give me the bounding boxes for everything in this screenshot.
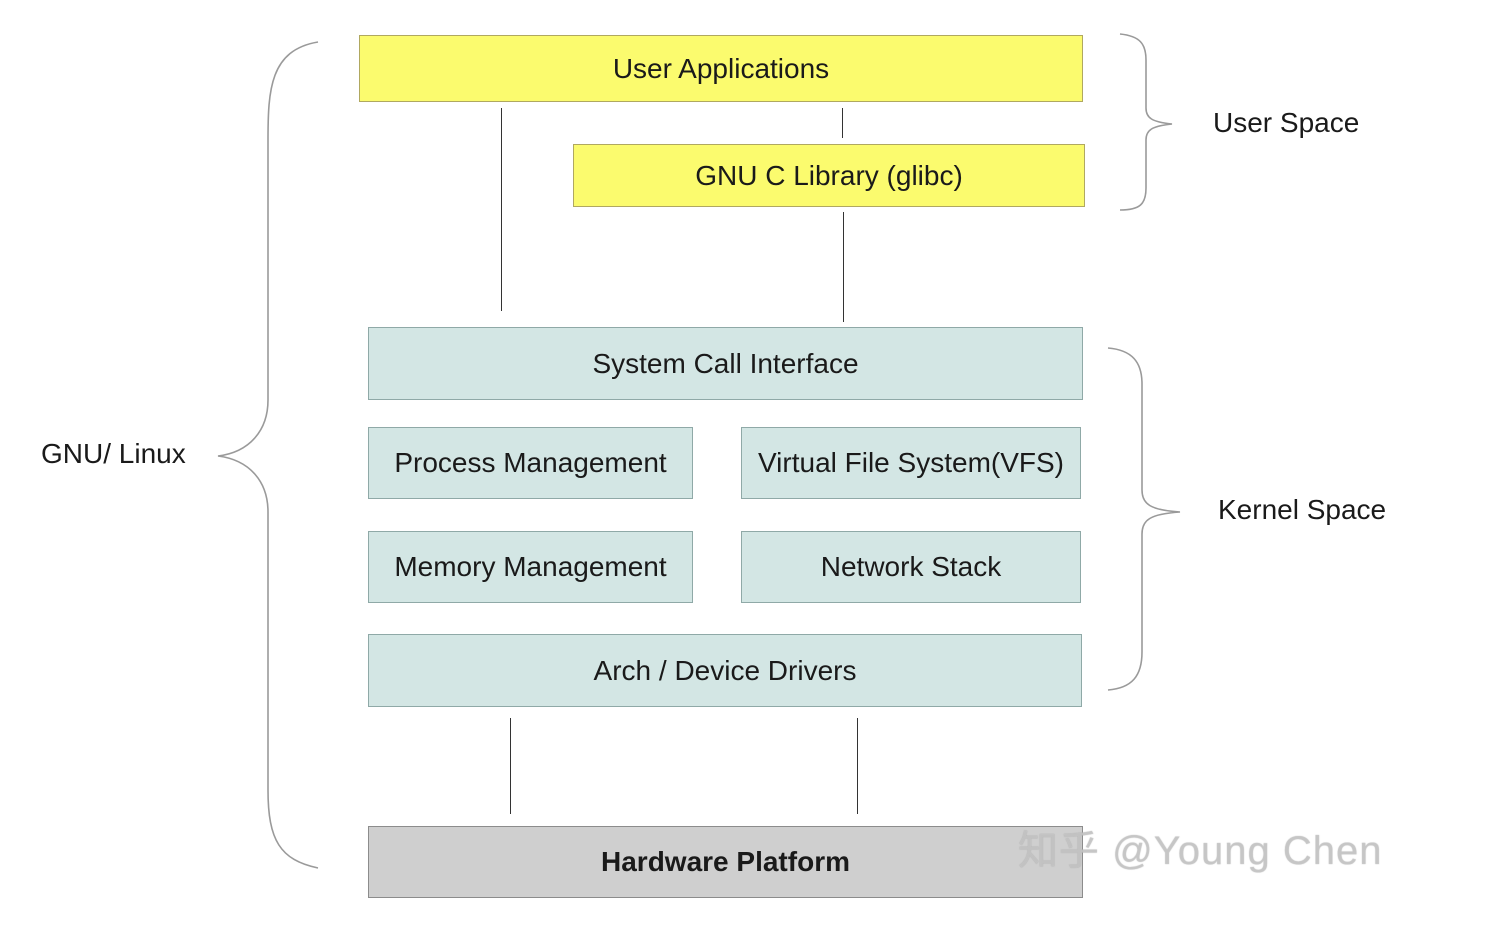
user-space-brace [1119,33,1173,211]
kernel-space-label: Kernel Space [1218,494,1387,525]
arch-device-drivers-label: Arch / Device Drivers [593,654,857,686]
system-call-interface-label: System Call Interface [592,347,859,379]
hardware-platform-label: Hardware Platform [601,846,850,877]
system-call-interface-box: System Call Interface [368,327,1083,400]
user-applications-box: User Applications [359,35,1083,102]
vfs-box: Virtual File System(VFS) [741,427,1081,499]
connector-apps-to-glibc [842,108,843,138]
glibc-box: GNU C Library (glibc) [573,144,1085,207]
network-stack-label: Network Stack [820,551,1002,582]
connector-apps-to-syscall [501,108,502,311]
kernel-space-brace [1107,347,1181,691]
process-management-label: Process Management [394,447,667,478]
memory-management-box: Memory Management [368,531,693,603]
memory-management-label: Memory Management [394,551,667,582]
gnu-linux-brace [217,41,319,869]
user-applications-label: User Applications [612,52,830,84]
hardware-platform-box: Hardware Platform [368,826,1083,898]
connector-drivers-to-hardware-left [510,718,511,814]
user-space-label: User Space [1213,107,1360,138]
glibc-label: GNU C Library (glibc) [695,159,963,191]
connector-drivers-to-hardware-right [857,718,858,814]
gnu-linux-label: GNU/ Linux [41,438,186,469]
connector-glibc-to-syscall [843,212,844,322]
arch-device-drivers-box: Arch / Device Drivers [368,634,1082,707]
process-management-box: Process Management [368,427,693,499]
vfs-label: Virtual File System(VFS) [758,447,1064,478]
network-stack-box: Network Stack [741,531,1081,603]
watermark-text: 知乎 @Young Chen [1018,829,1383,873]
